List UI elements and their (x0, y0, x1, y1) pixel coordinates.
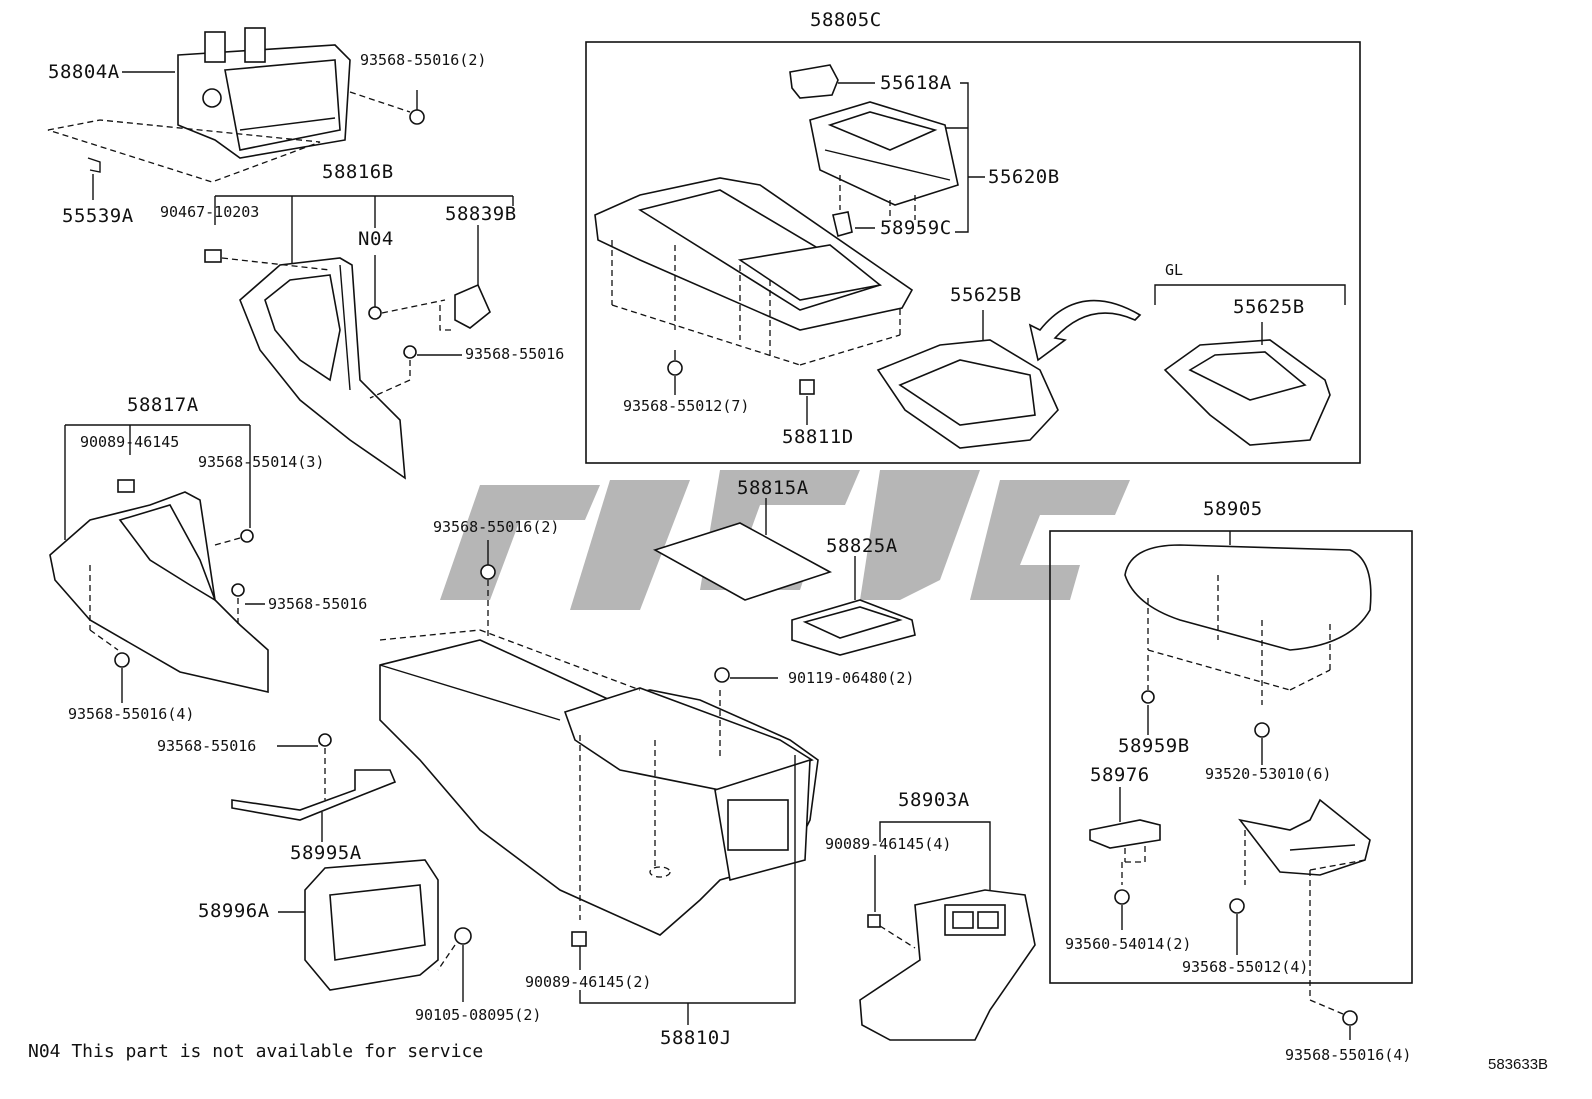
assembly-box-58805C (585, 41, 1361, 464)
clip-90089-46145-4 (867, 914, 881, 928)
part-58805C-tray (594, 177, 914, 366)
screw-93568-55016-top (349, 90, 425, 125)
label-58816B: 58816B (322, 161, 394, 183)
label-58976: 58976 (1090, 764, 1150, 786)
screw-93568-55014 (214, 529, 254, 546)
label-90089-46145: 90089-46145 (80, 433, 180, 451)
label-58810J: 58810J (660, 1027, 732, 1049)
clip-58959C (832, 175, 916, 237)
part-58995A (231, 733, 397, 842)
part-58816B-panel (239, 257, 406, 480)
part-58804A (177, 27, 351, 159)
label-55625B-b: 55625B (1233, 296, 1305, 318)
screw-90119-06480 (714, 667, 778, 683)
guide-58804A (47, 119, 321, 183)
label-90089-46145-4: 90089-46145(4) (825, 835, 952, 853)
label-93560-54014-2: 93560-54014(2) (1065, 935, 1192, 953)
screw-93568-55016-left (231, 583, 265, 625)
assembly-box-58905 (1049, 530, 1413, 984)
label-93568-55014-3: 93568-55014(3) (198, 453, 325, 471)
label-93568-55016-4b: 93568-55016(4) (1285, 1046, 1412, 1064)
part-58996A (278, 859, 472, 1002)
part-58839B (439, 225, 491, 331)
label-55625B-a: 55625B (950, 284, 1022, 306)
label-58804A: 58804A (48, 61, 120, 83)
bracket-GL (1154, 284, 1346, 305)
label-58905: 58905 (1203, 498, 1263, 520)
part-55618A (789, 64, 875, 99)
screw-N04 (368, 255, 446, 320)
label-93568-55012-7: 93568-55012(7) (623, 397, 750, 415)
label-GL: GL (1165, 261, 1184, 279)
figure-reference: 583633B (1488, 1056, 1549, 1073)
label-90119-06480-2: 90119-06480(2) (788, 669, 915, 687)
label-93568-55016-b: 93568-55016 (268, 595, 368, 613)
label-58825A: 58825A (826, 535, 898, 557)
label-90467-10203: 90467-10203 (160, 203, 260, 221)
label-93568-55012-4: 93568-55012(4) (1182, 958, 1309, 976)
label-93568-55016-c: 93568-55016 (157, 737, 257, 755)
label-93568-55016-2b: 93568-55016(2) (433, 518, 560, 536)
label-55539A: 55539A (62, 205, 134, 227)
part-58825A (791, 556, 916, 656)
label-55620B: 55620B (988, 166, 1060, 188)
label-58805C: 58805C (810, 9, 882, 31)
label-58995A: 58995A (290, 842, 362, 864)
screw-93568-55012-4 (1229, 898, 1245, 955)
part-58815A (652, 522, 833, 601)
screw-93520-53010-6 (1254, 722, 1270, 765)
screw-93568-55016-2-console (480, 540, 496, 640)
label-N04: N04 (358, 228, 394, 250)
label-93520-53010-6: 93520-53010(6) (1205, 765, 1332, 783)
screw-93568-55016-mid (369, 345, 462, 399)
screw-93568-55016-4-left (89, 565, 130, 703)
label-93568-55016-4a: 93568-55016(4) (68, 705, 195, 723)
clip-90089-46145 (117, 479, 135, 493)
part-55625B-a (876, 310, 1059, 449)
label-58811D: 58811D (782, 426, 854, 448)
part-58810J-console (379, 629, 819, 936)
clip-90089-46145-2 (571, 931, 587, 970)
part-58976 (1089, 787, 1161, 885)
part-58903A (859, 889, 1036, 1041)
part-armrest-hinge (1238, 798, 1371, 1000)
label-55618A: 55618A (880, 72, 952, 94)
label-90089-46145-2: 90089-46145(2) (525, 973, 652, 991)
screw-93568-55012-7 (667, 350, 683, 395)
label-58815A: 58815A (737, 477, 809, 499)
label-58903A: 58903A (898, 789, 970, 811)
label-58839B: 58839B (445, 203, 517, 225)
label-58817A: 58817A (127, 394, 199, 416)
clip-90467-10203 (204, 249, 222, 263)
label-93568-55016-a: 93568-55016 (465, 345, 565, 363)
part-58905-armrest (1124, 544, 1372, 705)
part-55625B-b (1163, 322, 1331, 446)
label-58996A: 58996A (198, 900, 270, 922)
screw-93568-55016-4-right (1309, 999, 1358, 1040)
screw-93560-54014-2 (1114, 889, 1130, 930)
arrow-icon (1028, 299, 1142, 362)
clip-58959B (1141, 655, 1155, 735)
footnote-n04: N04 This part is not available for servi… (28, 1041, 484, 1062)
label-90105-08095-2: 90105-08095(2) (415, 1006, 542, 1024)
label-93568-55016-2a: 93568-55016(2) (360, 51, 487, 69)
clip-58811D (799, 379, 815, 425)
part-55539A-clip (87, 157, 101, 173)
label-58959B: 58959B (1118, 735, 1190, 757)
part-55620B (809, 101, 959, 206)
label-58959C: 58959C (880, 217, 952, 239)
